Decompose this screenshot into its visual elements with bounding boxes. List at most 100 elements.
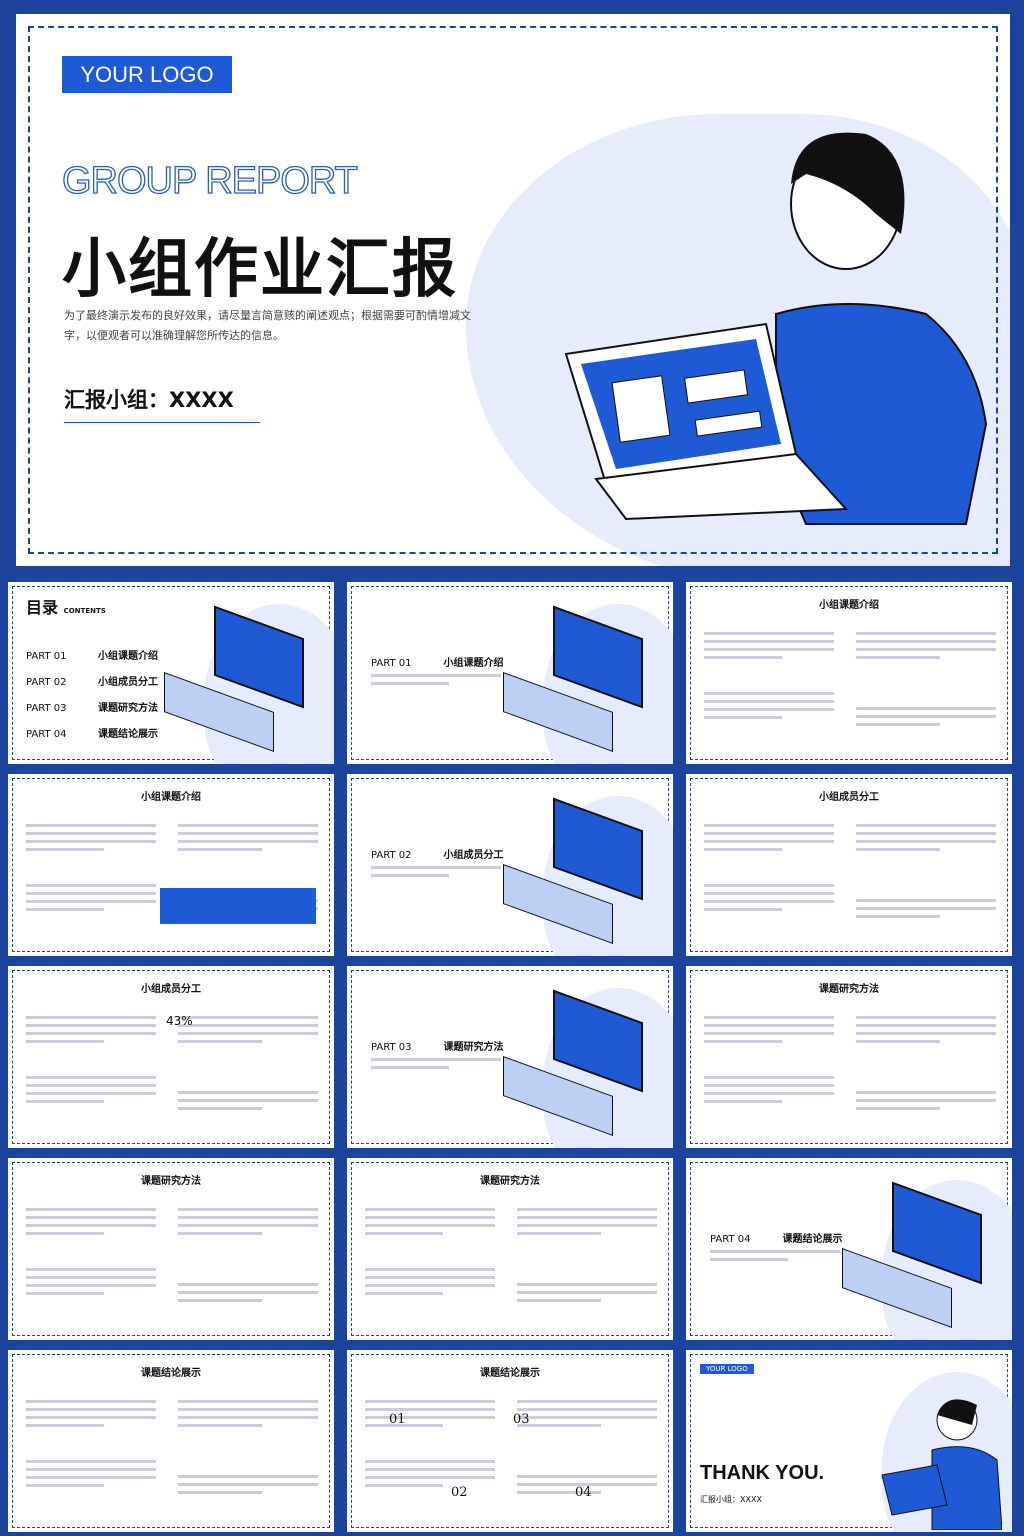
toc-name: 小组成员分工 (98, 677, 158, 688)
logo-badge: YOUR LOGO (62, 56, 232, 93)
placeholder-text (26, 1016, 156, 1048)
placeholder-text (704, 632, 834, 664)
toc-title: 目录 (26, 598, 59, 617)
dashed-frame (12, 778, 330, 952)
part-number: PART 03 (371, 1042, 412, 1053)
slide-thumbnail-6[interactable]: PART 02 小组成员分工 (347, 774, 673, 956)
slide-title: 小组成员分工 (819, 792, 879, 803)
slide-thumbnail-9[interactable]: PART 03 课题研究方法 (347, 966, 673, 1148)
placeholder-text (704, 1016, 834, 1048)
step-number: 03 (513, 1412, 530, 1427)
toc-item[interactable]: PART 04 课题结论展示 (26, 725, 158, 740)
toc-name: 小组课题介绍 (98, 651, 158, 662)
toc-name: 课题研究方法 (98, 703, 158, 714)
placeholder-text (856, 632, 996, 664)
cover-description: 为了最终演示发布的良好效果，请尽量言简意赅的阐述观点；根据需要可酌情增减文字，以… (64, 309, 471, 342)
dashed-frame (12, 1162, 330, 1336)
placeholder-text (856, 824, 996, 856)
part-heading: PART 03 课题研究方法 (371, 1038, 503, 1053)
slide-title: 课题研究方法 (141, 1176, 201, 1187)
placeholder-text (704, 692, 834, 724)
part-heading: PART 02 小组成员分工 (371, 846, 503, 861)
part-heading: PART 01 小组课题介绍 (371, 654, 503, 669)
step-number: 01 (389, 1412, 406, 1427)
thank-you-text: THANK YOU. (700, 1462, 825, 1484)
placeholder-text (704, 824, 834, 856)
slide-thumbnail-8[interactable]: 小组成员分工 43% (8, 966, 334, 1148)
toc-part: PART 03 (26, 703, 67, 714)
dashed-frame (12, 1354, 330, 1528)
placeholder-text (517, 1208, 657, 1240)
placeholder-text (371, 674, 501, 690)
step-number: 04 (575, 1485, 592, 1500)
part-name: 小组成员分工 (443, 850, 504, 861)
toc-item[interactable]: PART 01 小组课题介绍 (26, 647, 158, 662)
part-name: 课题研究方法 (443, 1042, 504, 1053)
slide-thumbnail-14[interactable]: 课题结论展示 (8, 1350, 334, 1532)
toc-part: PART 02 (26, 677, 67, 688)
dashed-frame (690, 586, 1008, 760)
slide-thumbnail-12[interactable]: 课题研究方法 (347, 1158, 673, 1340)
placeholder-text (371, 866, 501, 882)
cover-subtitle: GROUP REPORT (61, 159, 358, 202)
placeholder-text (26, 1076, 156, 1108)
toc-item[interactable]: PART 03 课题研究方法 (26, 699, 158, 714)
slide-title: 课题结论展示 (141, 1368, 201, 1379)
placeholder-text (704, 884, 834, 916)
placeholder-text (178, 1016, 318, 1048)
placeholder-text (704, 1076, 834, 1108)
cover-slide: YOUR LOGO GROUP REPORT 小组作业汇报 为了最终演示发布的良… (16, 14, 1010, 566)
placeholder-text (26, 1400, 156, 1432)
dashed-frame (690, 970, 1008, 1144)
slide-thumbnail-5[interactable]: 小组课题介绍 (8, 774, 334, 956)
placeholder-text (178, 824, 318, 856)
toc-name: 课题结论展示 (98, 729, 158, 740)
placeholder-text (517, 1283, 657, 1307)
placeholder-text (178, 1208, 318, 1240)
placeholder-text (178, 1091, 318, 1115)
percent-label: 43% (166, 1014, 193, 1028)
placeholder-text (178, 1283, 318, 1307)
toc-part: PART 04 (26, 729, 67, 740)
placeholder-text (517, 1475, 657, 1499)
placeholder-text (26, 1208, 156, 1240)
slide-thumbnail-7[interactable]: 小组成员分工 (686, 774, 1012, 956)
placeholder-text (371, 1058, 501, 1074)
part-number: PART 02 (371, 850, 412, 861)
placeholder-text (26, 824, 156, 856)
cover-title: 小组作业汇报 (62, 233, 458, 307)
slide-title: 课题研究方法 (480, 1176, 540, 1187)
toc-part: PART 01 (26, 651, 67, 662)
part-number: PART 01 (371, 658, 412, 669)
part-name: 小组课题介绍 (443, 658, 504, 669)
placeholder-text (365, 1460, 495, 1492)
toc-item[interactable]: PART 02 小组成员分工 (26, 673, 158, 688)
slide-thumbnail-10[interactable]: 课题研究方法 (686, 966, 1012, 1148)
slide-title: 小组成员分工 (141, 984, 201, 995)
logo-badge: YOUR LOGO (700, 1364, 754, 1374)
dashed-frame (12, 970, 330, 1144)
placeholder-text (517, 1400, 657, 1432)
placeholder-text (26, 1268, 156, 1300)
part-number: PART 04 (710, 1234, 751, 1245)
divider (64, 422, 260, 423)
placeholder-text (856, 899, 996, 923)
dashed-frame (690, 778, 1008, 952)
dashed-frame (351, 1354, 669, 1528)
placeholder-text (856, 707, 996, 731)
slide-thumbnail-4[interactable]: 小组课题介绍 (686, 582, 1012, 764)
placeholder-text (856, 1016, 996, 1048)
slide-title: 小组课题介绍 (141, 792, 201, 803)
placeholder-text (710, 1250, 840, 1266)
dashed-frame (28, 26, 998, 554)
slide-thumbnail-11[interactable]: 课题研究方法 (8, 1158, 334, 1340)
dashed-frame (351, 1162, 669, 1336)
slide-title: 课题研究方法 (819, 984, 879, 995)
person-laptop-illustration (564, 132, 988, 525)
slide-thumbnail-3[interactable]: PART 01 小组课题介绍 (347, 582, 673, 764)
